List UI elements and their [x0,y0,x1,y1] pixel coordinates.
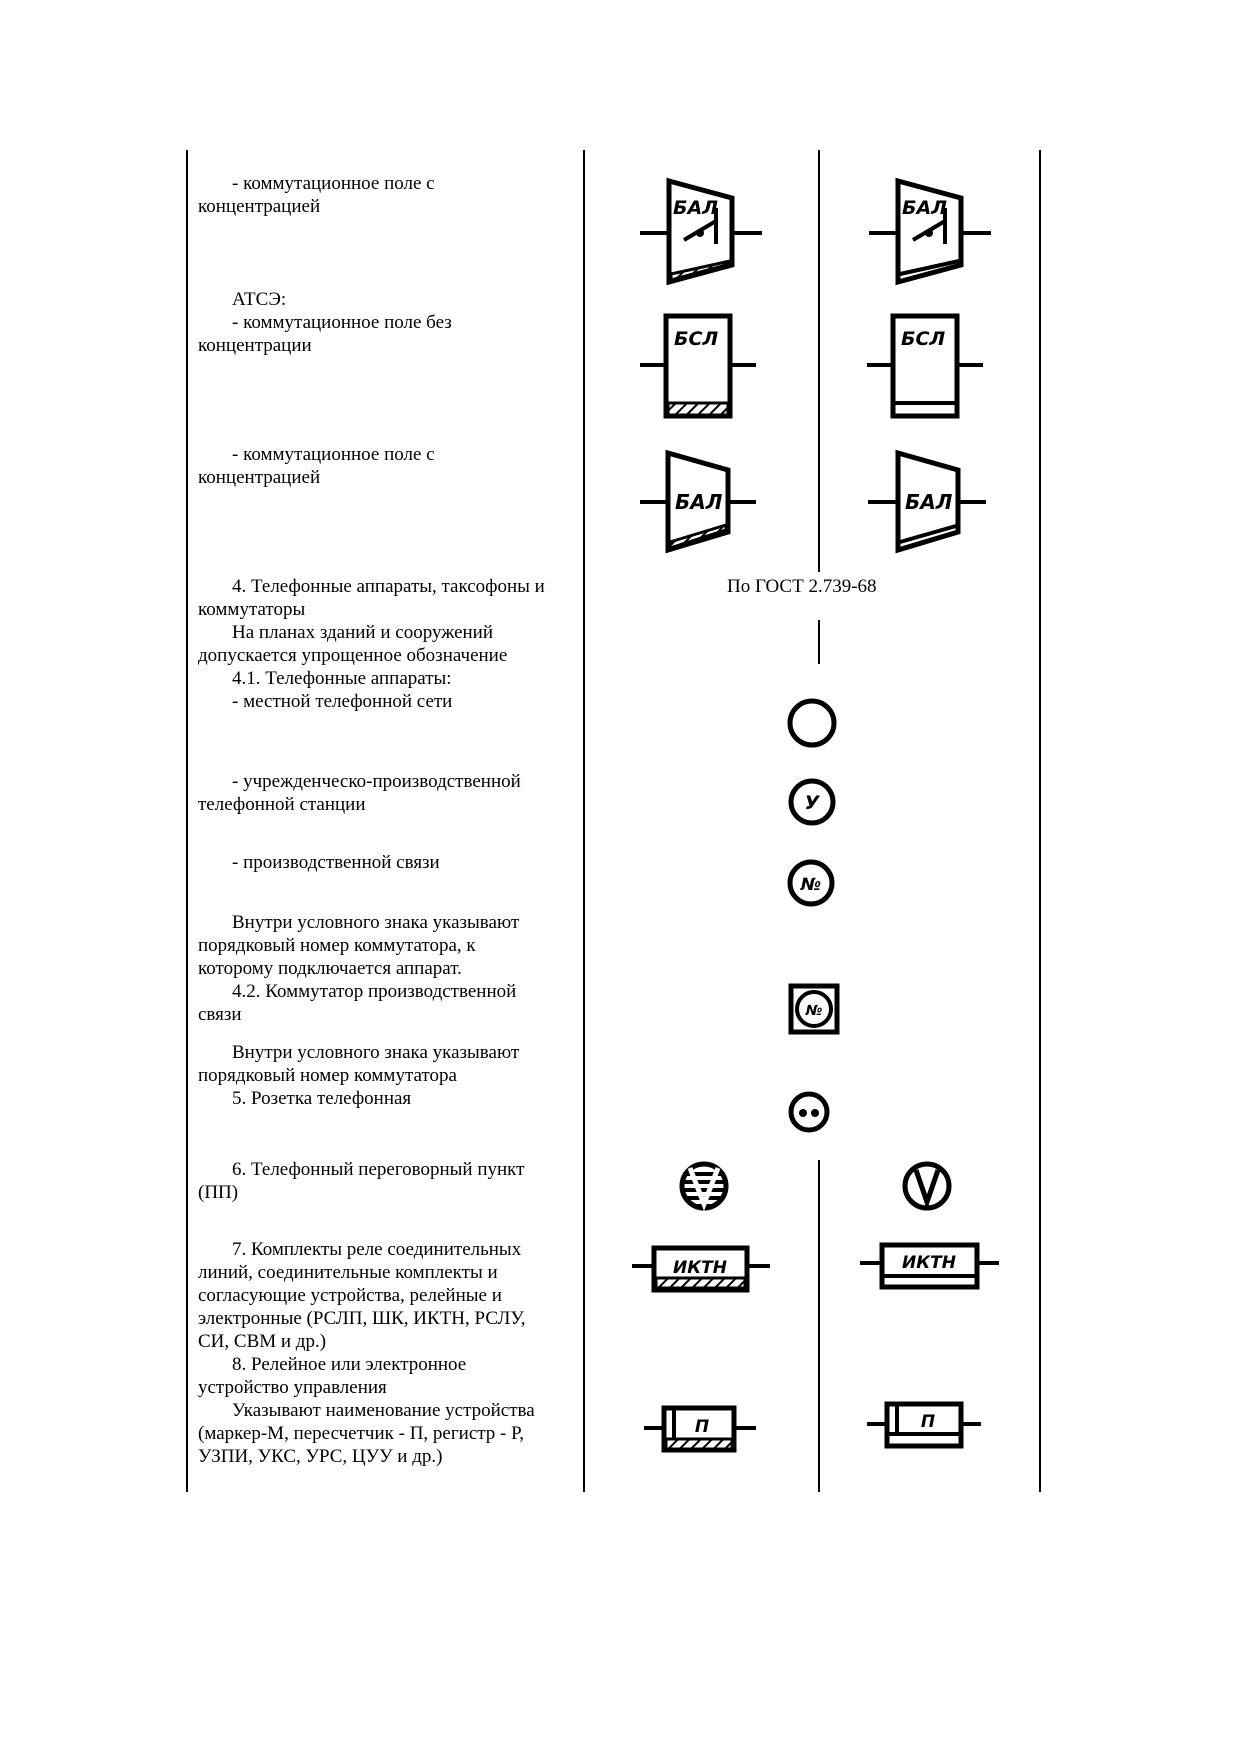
row-note-number-switchboard: Внутри условного знака указывают порядко… [198,912,520,1025]
bal-symbol-solid: БАЛ [868,449,993,560]
bal-label: БАЛ [675,490,723,514]
p-label: П [921,1412,935,1432]
call-point-symbol-hatched [678,1160,730,1212]
number-label: № [800,875,821,895]
bsl-label: БСЛ [901,328,945,350]
row-switching-field-conc-2: - коммутационное поле с концентрацией [198,444,435,488]
p-label: П [695,1417,709,1437]
iktn-label: ИКТН [673,1258,727,1278]
table-divider-2-top [818,150,820,572]
telephone-socket-symbol [786,1089,832,1135]
row-item7-item8: 7. Комплекты реле соединительных линий, … [198,1239,535,1467]
row-note-switchboard-socket: Внутри условного знака указывают порядко… [198,1042,520,1109]
industrial-phone-symbol: № [785,857,837,909]
table-divider-1 [583,150,585,1492]
bal-label: БАЛ [905,490,953,514]
row-switching-field-conc-1: - коммутационное поле с концентрацией [198,173,435,217]
call-point-symbol-plain [901,1160,953,1212]
row-atse-switching-field-noconc: АТСЭ: - коммутационное поле без концентр… [198,289,452,356]
office-phone-symbol: У [786,776,838,828]
bsl-symbol-hatched: БСЛ [640,313,765,423]
row-item4-telephones: 4. Телефонные аппараты, таксофоны и комм… [198,576,545,712]
control-device-symbol-hatched: П [644,1404,759,1454]
iktn-symbol-solid: ИКТН [860,1242,1005,1292]
bal-switch-symbol-solid: БАЛ [869,177,994,288]
bsl-label: БСЛ [674,328,718,350]
row-office-station: - учрежденческо-производственной телефон… [198,771,521,815]
table-right-border [1039,150,1041,1492]
control-device-symbol-solid: П [867,1400,982,1450]
table-divider-2-bottom [818,1160,820,1492]
gost-reference: По ГОСТ 2.739-68 [727,576,877,597]
iktn-label: ИКТН [902,1253,956,1273]
row-industrial-link: - производственной связи [232,852,440,873]
number-label: № [805,1003,823,1019]
iktn-symbol-hatched: ИКТН [632,1245,777,1295]
local-phone-circle-symbol [786,697,838,749]
bal-switch-symbol-hatched: БАЛ [640,177,765,288]
bal-label: БАЛ [673,197,718,219]
bsl-symbol-solid: БСЛ [867,313,992,423]
bal-symbol-hatched: БАЛ [640,449,765,560]
u-label: У [805,792,821,814]
table-divider-2-mid [818,620,820,664]
table-left-border [186,150,188,1492]
bal-label: БАЛ [902,197,947,219]
switchboard-symbol: № [788,983,840,1035]
row-item6-call-point: 6. Телефонный переговорный пункт (ПП) [198,1159,525,1203]
